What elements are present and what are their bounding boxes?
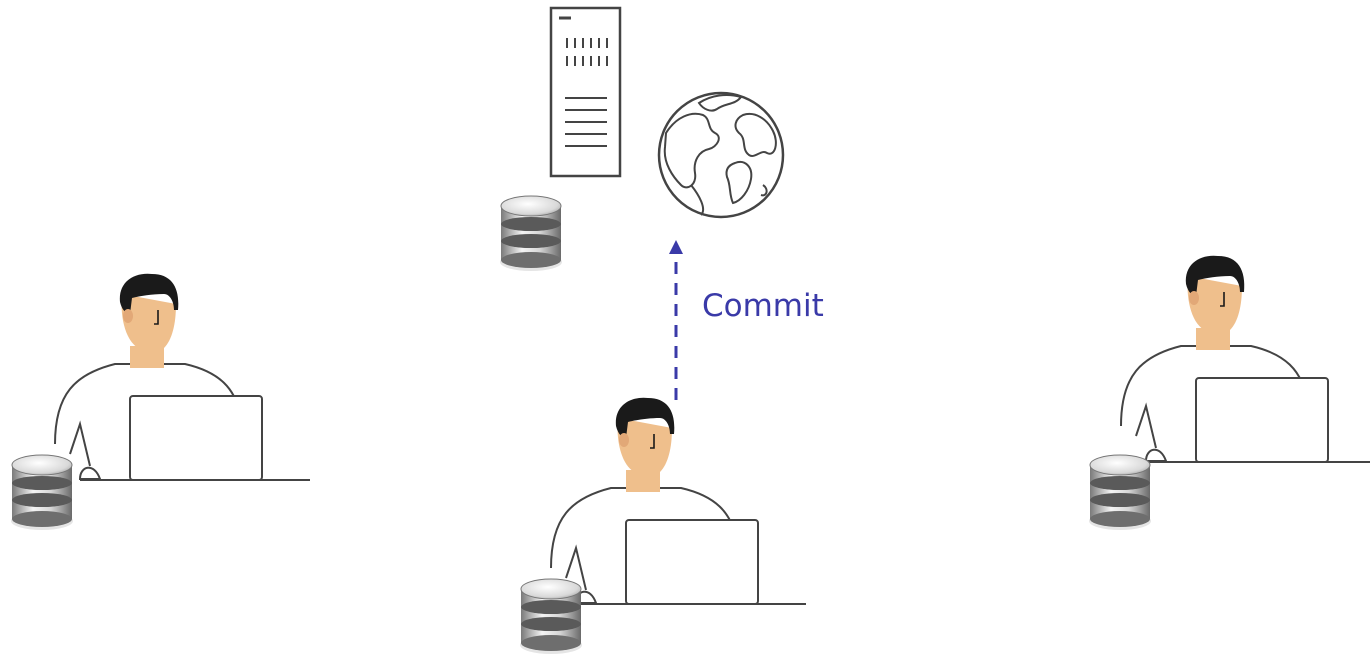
central-repository-database-icon [499, 195, 563, 272]
server-icon [549, 6, 622, 178]
database-icon [1088, 454, 1152, 531]
commit-label: Commit [702, 288, 824, 324]
developer-icon [1120, 254, 1370, 463]
developer-right [1088, 254, 1370, 531]
developer-icon [54, 272, 311, 481]
developer-center [519, 396, 807, 655]
globe-icon [657, 91, 785, 219]
commit-arrow [669, 240, 683, 400]
developer-icon [550, 396, 807, 605]
developer-left [10, 272, 311, 531]
database-icon [10, 454, 74, 531]
database-icon [519, 578, 583, 655]
